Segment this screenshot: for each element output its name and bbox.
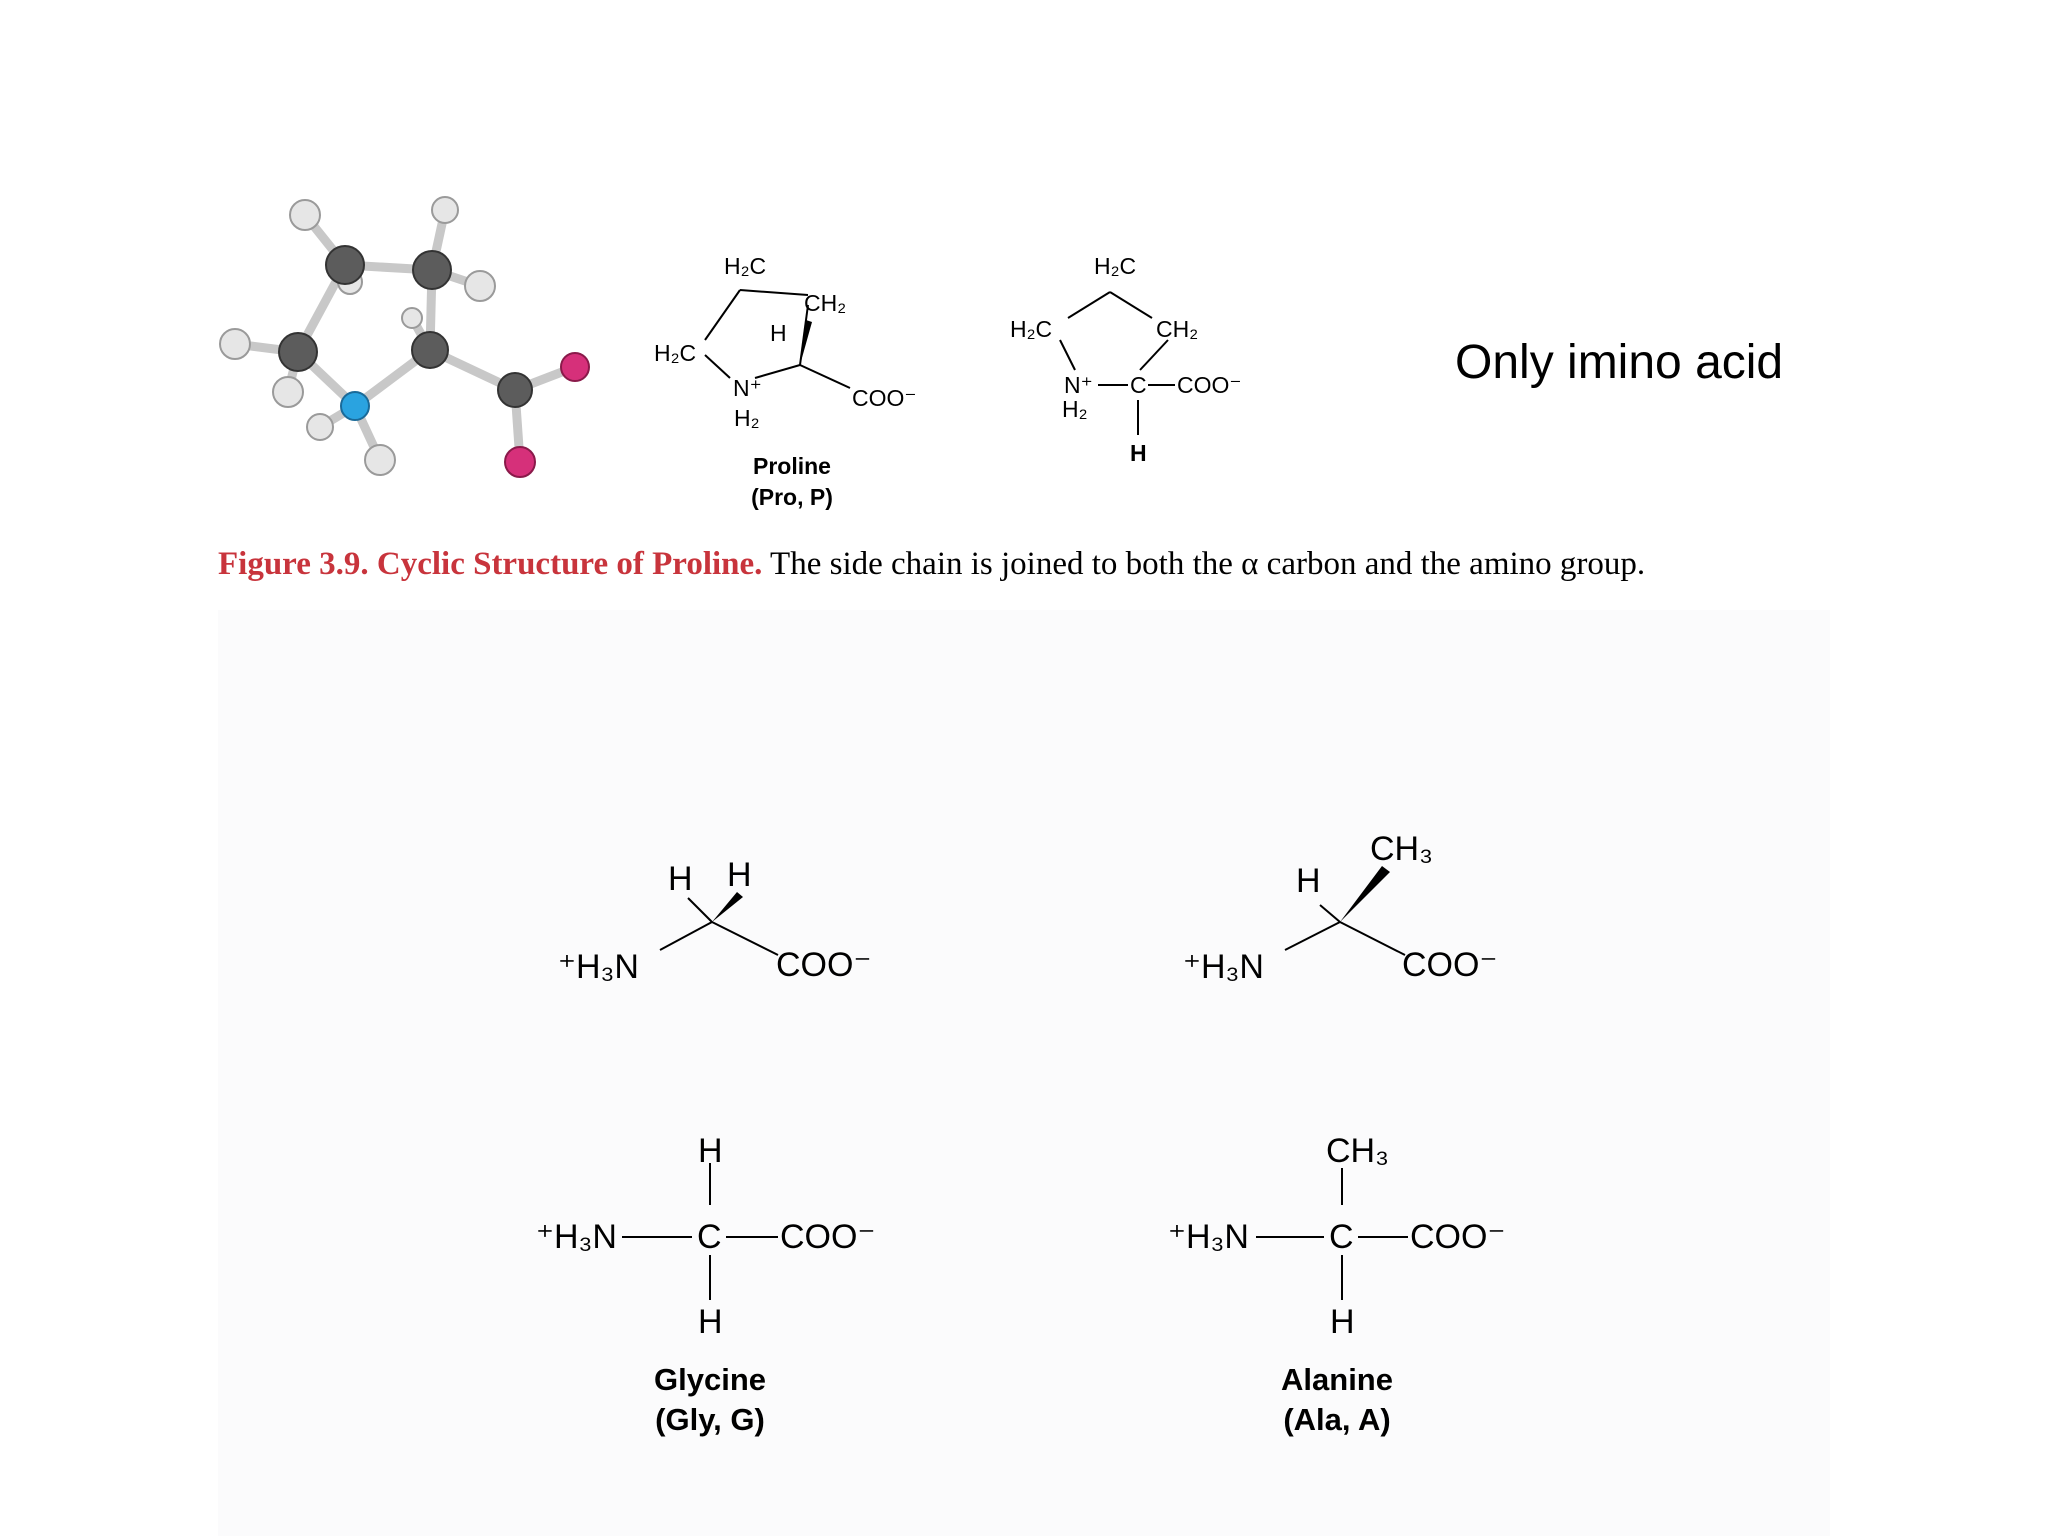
proline-flat-h: H xyxy=(1130,440,1147,466)
proline-c-top: H₂C xyxy=(724,253,767,279)
glycine-wedge-n: ⁺H₃N xyxy=(558,948,639,986)
proline-abbr: (Pro, P) xyxy=(751,484,833,511)
proline-flat-nh2: H₂ xyxy=(1062,396,1088,422)
glycine-fischer-c: C xyxy=(697,1218,722,1256)
glycine-fischer-coo: COO⁻ xyxy=(780,1218,876,1256)
glycine-label: Glycine (Gly, G) xyxy=(610,1360,810,1441)
glycine-wedge-h-left: H xyxy=(668,860,693,898)
alanine-wedge-n: ⁺H₃N xyxy=(1183,948,1264,986)
glycine-fischer-bottom: H xyxy=(698,1303,723,1341)
structures-panel xyxy=(218,610,1830,1536)
proline-flat-h2c: H₂C xyxy=(1010,316,1053,342)
proline-h2c: H₂C xyxy=(654,340,697,366)
proline-coo: COO⁻ xyxy=(852,385,917,411)
proline-name: Proline xyxy=(753,453,831,479)
glycine-abbr: (Gly, G) xyxy=(655,1402,765,1438)
figure-caption-lead: Figure 3.9. Cyclic Structure of Proline. xyxy=(218,546,763,582)
figure-caption-text: The side chain is joined to both the α c… xyxy=(762,546,1646,582)
proline-ch2: CH₂ xyxy=(804,290,847,316)
proline-flat-coo: COO⁻ xyxy=(1177,372,1242,398)
proline-flat-c: C xyxy=(1130,372,1147,398)
alanine-wedge-ch3: CH₃ xyxy=(1370,830,1433,868)
figure-caption: Figure 3.9. Cyclic Structure of Proline.… xyxy=(218,546,1645,583)
proline-flat-ch2: CH₂ xyxy=(1156,316,1199,342)
alanine-abbr: (Ala, A) xyxy=(1283,1402,1391,1438)
alanine-label: Alanine (Ala, A) xyxy=(1237,1360,1437,1441)
glycine-name: Glycine xyxy=(654,1362,766,1397)
glycine-wedge-h-right: H xyxy=(727,856,752,894)
alanine-fischer-n: ⁺H₃N xyxy=(1168,1218,1249,1256)
proline-nh2: H₂ xyxy=(734,405,760,431)
alanine-name: Alanine xyxy=(1281,1362,1393,1397)
proline-flat-c-top: H₂C xyxy=(1094,253,1137,279)
glycine-wedge-coo: COO⁻ xyxy=(776,946,872,984)
proline-label: Proline (Pro, P) xyxy=(712,451,872,513)
glycine-fischer-top: H xyxy=(698,1132,723,1170)
proline-flat-n: N⁺ xyxy=(1064,372,1093,398)
alanine-fischer-top: CH₃ xyxy=(1326,1132,1389,1170)
glycine-fischer-n: ⁺H₃N xyxy=(536,1218,617,1256)
alanine-wedge-coo: COO⁻ xyxy=(1402,946,1498,984)
alanine-fischer-coo: COO⁻ xyxy=(1410,1218,1506,1256)
alanine-fischer-bottom: H xyxy=(1330,1303,1355,1341)
alanine-fischer-c: C xyxy=(1329,1218,1354,1256)
alanine-wedge-h: H xyxy=(1296,862,1321,900)
imino-acid-note: Only imino acid xyxy=(1455,336,1784,389)
proline-h: H xyxy=(770,320,787,346)
proline-n: N⁺ xyxy=(733,375,762,401)
